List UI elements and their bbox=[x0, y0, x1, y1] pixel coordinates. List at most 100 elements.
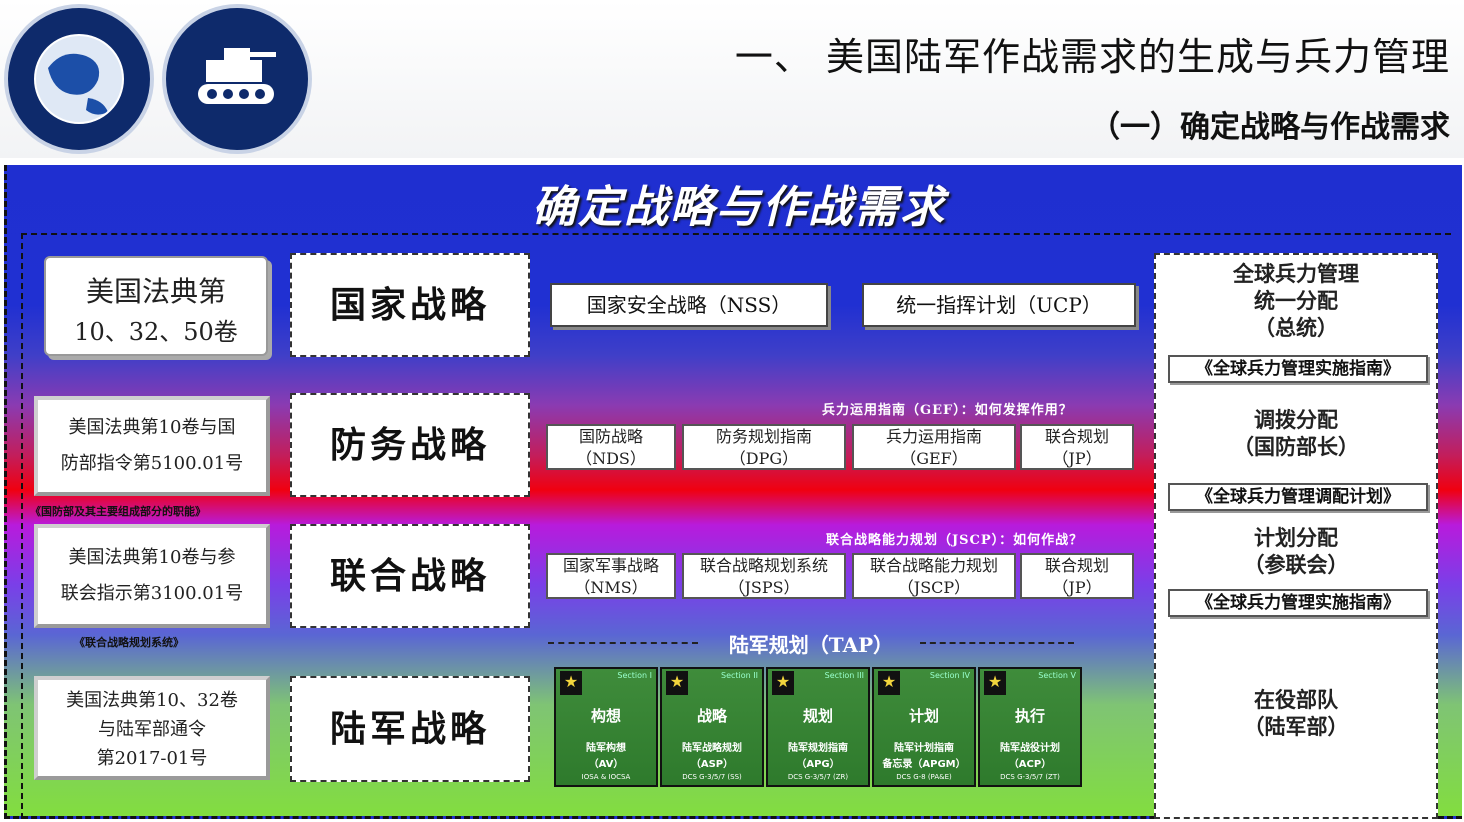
phase-doc-abbr: 备忘录（APGM） bbox=[882, 759, 966, 770]
rc-line: 计划分配 bbox=[1254, 526, 1338, 550]
rc-line: 在役部队 bbox=[1254, 688, 1338, 712]
phase-name: 战略 bbox=[696, 707, 727, 725]
rc-line: 统一分配 bbox=[1254, 289, 1338, 313]
board-title: 确定战略与作战需求 bbox=[532, 182, 946, 233]
phase-doc-abbr: （AV） bbox=[588, 759, 624, 770]
jp-cell-joint: 联合规划（JP） bbox=[1020, 553, 1134, 599]
gfm-active-forces: 在役部队 （陆军部） bbox=[1156, 687, 1436, 741]
board-divider bbox=[21, 233, 1451, 238]
strategy-label: 联合战略 bbox=[329, 555, 490, 597]
cell-title: 防务规划指南 bbox=[715, 427, 812, 446]
main-title: 一、 美国陆军作战需求的生成与兵力管理 bbox=[734, 35, 1450, 79]
phase-section: Section IV bbox=[929, 671, 970, 680]
phase-name: 执行 bbox=[1014, 707, 1045, 725]
phase-section: Section II bbox=[721, 671, 758, 680]
cell-abbr: （JP） bbox=[1052, 449, 1102, 468]
tank-logo-icon bbox=[198, 48, 276, 104]
rc-line: 调拨分配 bbox=[1254, 408, 1338, 432]
phase-owner: DCS G-3/5/7 (ZT) bbox=[1000, 773, 1060, 781]
gfm-apportionment: 计划分配 （参联会） bbox=[1156, 525, 1436, 579]
cell-title: 联合战略规划系统 bbox=[699, 556, 828, 575]
law-line: 美国法典第10、32卷 bbox=[66, 690, 238, 711]
national-strategy-box: 国家战略 bbox=[290, 253, 530, 357]
law-line: 第2017-01号 bbox=[96, 748, 208, 769]
phase-section: Section V bbox=[1038, 671, 1076, 680]
cell-abbr: （JP） bbox=[1052, 578, 1102, 597]
cell-title: 联合规划 bbox=[1044, 427, 1109, 446]
law-box-army: 美国法典第10、32卷 与陆军部通令 第2017-01号 bbox=[34, 676, 270, 780]
rc-line: （陆军部） bbox=[1243, 715, 1349, 739]
phase-doc: 陆军战役计划 bbox=[1000, 743, 1060, 754]
army-star-icon: ★ bbox=[772, 671, 794, 695]
gfm-unified-assignment: 全球兵力管理 统一分配 （总统） bbox=[1156, 261, 1436, 342]
phase-owner: DCS G-3/5/7 (SS) bbox=[682, 773, 742, 781]
cell-title: 国防战略 bbox=[578, 427, 643, 446]
gef-guide-question: 兵力运用指南（GEF）：如何发挥作用？ bbox=[822, 403, 1073, 418]
phase-owner: DCS G-3/5/7 (ZR) bbox=[787, 773, 849, 781]
phase-doc-abbr: （APG） bbox=[796, 759, 840, 770]
jsps-cell: 联合战略规划系统 （JSPS） bbox=[682, 553, 846, 599]
nss-doc: 国家安全战略（NSS） bbox=[550, 283, 828, 327]
phase-doc: 陆军计划指南 bbox=[894, 743, 954, 754]
law-line: 联会指示第3100.01号 bbox=[60, 583, 244, 604]
law-line: 10、32、50卷 bbox=[74, 318, 238, 346]
cell-abbr: （NDS） bbox=[576, 449, 646, 468]
phase-owner: DCS G-8 (PA&E) bbox=[896, 773, 952, 781]
cell-title: 国家军事战略 bbox=[562, 556, 659, 575]
defense-strategy-box: 防务战略 bbox=[290, 393, 530, 497]
board-left-guide bbox=[21, 233, 23, 819]
law-line: 美国法典第10卷与参 bbox=[68, 547, 236, 568]
strategy-label: 防务战略 bbox=[329, 424, 490, 466]
strategy-label: 国家战略 bbox=[329, 284, 490, 326]
rc-line: 全球兵力管理 bbox=[1233, 262, 1359, 286]
cell-abbr: （GEF） bbox=[900, 449, 968, 468]
law-line: 与陆军部通令 bbox=[98, 719, 206, 740]
phase-doc: 陆军构想 bbox=[586, 743, 626, 754]
tap-line-right bbox=[920, 642, 1074, 644]
law-line: 美国法典第 bbox=[85, 275, 226, 308]
army-star-icon: ★ bbox=[878, 671, 900, 695]
cell-abbr: （DPG） bbox=[729, 449, 799, 468]
dpg-cell: 防务规划指南 （DPG） bbox=[682, 424, 846, 470]
jscp-cell: 联合战略能力规划 （JSCP） bbox=[852, 553, 1016, 599]
ucp-doc: 统一指挥计划（UCP） bbox=[862, 283, 1136, 327]
strategy-label: 陆军战略 bbox=[329, 708, 490, 750]
phase-doc-abbr: （ACP） bbox=[1008, 759, 1052, 770]
doc-label: 国家安全战略（NSS） bbox=[586, 293, 792, 317]
phase-name: 计划 bbox=[908, 707, 939, 725]
phase-section: Section III bbox=[824, 671, 864, 680]
jp-cell-defense: 联合规划 （JP） bbox=[1020, 424, 1134, 470]
cell-abbr: （JSCP） bbox=[897, 578, 971, 597]
nms-cell: 国家军事战略（NMS） bbox=[546, 553, 676, 599]
phase-doc-abbr: （ASP） bbox=[690, 759, 734, 770]
cell-title: 联合战略能力规划 bbox=[869, 556, 998, 575]
tap-label: 陆军规划（TAP） bbox=[728, 633, 894, 657]
rc-line: （总统） bbox=[1254, 316, 1338, 340]
globe-logo-icon bbox=[34, 34, 124, 124]
gfm-allocation: 调拨分配 （国防部长） bbox=[1156, 407, 1436, 461]
tap-phase-programming: ★ Section IV 计划 陆军计划指南 备忘录（APGM） DCS G-8… bbox=[872, 667, 976, 787]
phase-name: 构想 bbox=[590, 707, 621, 725]
phase-name: 规划 bbox=[802, 707, 833, 725]
cell-title: 兵力运用指南 bbox=[885, 427, 982, 446]
tap-line-left bbox=[548, 642, 698, 644]
phase-doc: 陆军规划指南 bbox=[788, 743, 848, 754]
tap-phase-execution: ★ Section V 执行 陆军战役计划 （ACP） DCS G-3/5/7 … bbox=[978, 667, 1082, 787]
kisds-land-warfare-logo bbox=[162, 4, 312, 154]
law-box-defense: 美国法典第10卷与国 防部指令第5100.01号 bbox=[34, 396, 270, 496]
rc-line: （参联会） bbox=[1243, 553, 1349, 577]
army-star-icon: ★ bbox=[666, 671, 688, 695]
law-scroll-national: 美国法典第 10、32、50卷 bbox=[44, 256, 268, 356]
law-box-joint: 美国法典第10卷与参 联会指示第3100.01号 bbox=[34, 524, 270, 628]
nds-cell: 国防战略 （NDS） bbox=[546, 424, 676, 470]
kisds-globe-logo bbox=[4, 4, 154, 154]
tap-phase-planning: ★ Section III 规划 陆军规划指南 （APG） DCS G-3/5/… bbox=[766, 667, 870, 787]
doc-label: 统一指挥计划（UCP） bbox=[896, 293, 1102, 317]
law-line: 美国法典第10卷与国 bbox=[68, 417, 236, 438]
tap-phase-strategy: ★ Section II 战略 陆军战略规划 （ASP） DCS G-3/5/7… bbox=[660, 667, 764, 787]
gef-cell: 兵力运用指南 （GEF） bbox=[852, 424, 1016, 470]
phase-owner: IOSA & IOCSA bbox=[581, 773, 631, 781]
cell-abbr: （JSPS） bbox=[728, 578, 800, 597]
law-line: 防部指令第5100.01号 bbox=[60, 453, 244, 474]
rc-line: （国防部长） bbox=[1233, 435, 1359, 459]
